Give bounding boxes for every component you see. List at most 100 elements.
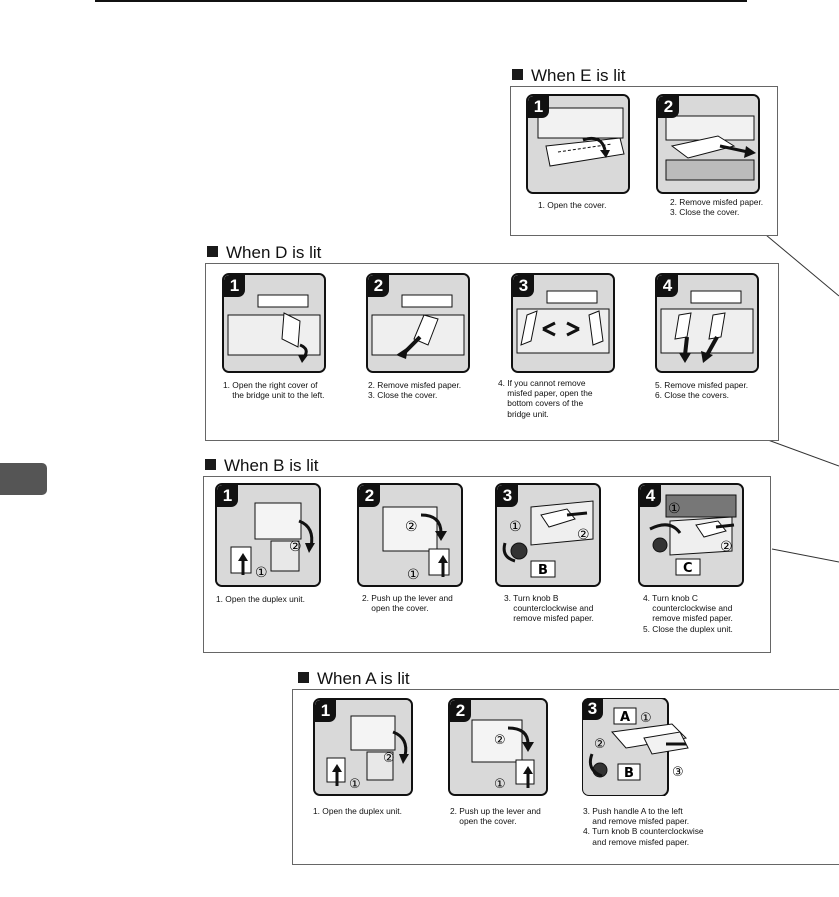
step-illustration: 2 [656, 94, 760, 194]
marker-2: ② [577, 527, 590, 543]
step-illustration: 1 ① ② [313, 698, 413, 796]
marker-2: ② [405, 519, 418, 535]
step-illustration: 2 ① ② [357, 483, 463, 587]
step-number-badge: 2 [450, 700, 471, 722]
bridge-bottom-paper-illustration [657, 275, 757, 371]
knob-b-label: B [624, 766, 634, 781]
step-number-badge: 3 [582, 698, 603, 720]
step-caption: 2. Push up the lever and open the cover. [450, 806, 541, 826]
marker-1: ① [349, 777, 361, 792]
caption-line: and remove misfed paper. [583, 816, 690, 827]
step-illustration: 1 ① ② [215, 483, 321, 587]
step-caption: 2. Remove misfed paper. 3. Close the cov… [670, 197, 763, 217]
step-caption: 4. Turn knob C counterclockwise and remo… [643, 593, 733, 634]
step-number-badge: 1 [217, 485, 238, 507]
caption-line: 3. Turn knob B [504, 593, 559, 603]
knob-c-illustration: C ① ② [640, 485, 742, 585]
section-b-heading-text: When B is lit [224, 456, 319, 475]
step-number-badge: 4 [640, 485, 661, 507]
caption-line: 3. Push handle A to the left [583, 806, 683, 816]
section-d-heading-text: When D is lit [226, 243, 322, 262]
marker-2: ② [494, 733, 506, 748]
marker-1: ① [255, 565, 268, 581]
marker-1: ① [407, 567, 420, 583]
step-caption: 1. Open the duplex unit. [216, 594, 305, 604]
marker-1: ① [640, 711, 652, 726]
step-illustration: 3 B ① ② [495, 483, 601, 587]
section-e-heading-text: When E is lit [531, 66, 626, 85]
lever-cover-illustration: ① ② [450, 700, 546, 794]
marker-2: ② [383, 751, 395, 766]
caption-line: 1. Open the cover. [538, 200, 607, 210]
handle-a-label: A [620, 710, 630, 725]
step-illustration: 2 [366, 273, 470, 373]
caption-line: 2. Remove misfed paper. [368, 380, 462, 390]
open-cover-illustration [528, 96, 628, 192]
step-caption: 2. Push up the lever and open the cover. [362, 593, 453, 613]
caption-line: 1. Open the right cover of [223, 380, 318, 390]
bullet-square-icon [512, 69, 523, 80]
section-heading-a: When A is lit [298, 669, 410, 689]
marker-2: ② [289, 539, 302, 555]
step-caption: 1. Open the cover. [538, 200, 606, 210]
step-illustration: 3 [511, 273, 615, 373]
step-illustration: 4 C ① ② [638, 483, 744, 587]
caption-line: the bridge unit to the left. [223, 390, 325, 401]
caption-line: 4. Turn knob C [643, 593, 698, 603]
caption-line: 4. If you cannot remove [498, 378, 586, 388]
caption-line: 5. Remove misfed paper. [655, 380, 749, 390]
step-illustration: 3 A ① ② B ③ [582, 698, 692, 796]
step-number-badge: 2 [368, 275, 389, 297]
step-caption: 5. Remove misfed paper. 6. Close the cov… [655, 380, 748, 400]
step-caption: 3. Push handle A to the left and remove … [583, 806, 704, 847]
caption-line: misfed paper, open the [498, 388, 593, 399]
caption-line: bridge unit. [498, 408, 549, 419]
caption-line: remove misfed paper. [643, 613, 733, 624]
bullet-square-icon [298, 672, 309, 683]
caption-line: and remove misfed paper. [583, 836, 690, 847]
section-panel-a: 1 ① ② 2 [292, 689, 839, 865]
section-heading-b: When B is lit [205, 456, 318, 476]
section-panel-d: 1 2 3 [205, 263, 779, 441]
step-number-badge: 1 [528, 96, 549, 118]
caption-line: 2. Remove misfed paper. [670, 197, 764, 207]
marker-1: ① [494, 777, 506, 792]
step-illustration: 2 ① ② [448, 698, 548, 796]
bullet-square-icon [205, 459, 216, 470]
step-caption: 1. Open the right cover of the bridge un… [223, 380, 325, 400]
open-duplex-illustration: ① ② [217, 485, 319, 585]
marker-3: ③ [672, 765, 684, 780]
caption-line: 2. Push up the lever and [362, 593, 453, 603]
step-caption: 4. If you cannot remove misfed paper, op… [498, 378, 593, 419]
step-illustration: 4 [655, 273, 759, 373]
caption-line: 1. Open the duplex unit. [313, 806, 402, 816]
top-rule [95, 0, 747, 2]
marker-1: ① [668, 501, 681, 517]
bottom-covers-illustration [513, 275, 613, 371]
marker-2: ② [594, 737, 606, 752]
caption-line: 2. Push up the lever and [450, 806, 541, 816]
caption-line: 5. Close the duplex unit. [643, 623, 733, 634]
handle-a-illustration: A ① ② B ③ [582, 698, 689, 796]
step-caption: 2. Remove misfed paper. 3. Close the cov… [368, 380, 461, 400]
step-caption: 1. Open the duplex unit. [313, 806, 402, 816]
caption-line: 6. Close the covers. [655, 390, 730, 401]
caption-line: counterclockwise and [643, 603, 733, 614]
marker-2: ② [720, 539, 733, 555]
step-caption: 3. Turn knob B counterclockwise and remo… [504, 593, 594, 624]
caption-line: 4. Turn knob B counterclockwise [583, 826, 704, 837]
caption-line: open the cover. [362, 603, 429, 614]
caption-line: 3. Close the cover. [670, 207, 740, 218]
step-number-badge: 1 [224, 275, 245, 297]
remove-paper-illustration [658, 96, 758, 192]
caption-line: remove misfed paper. [504, 613, 594, 624]
step-number-badge: 2 [359, 485, 380, 507]
marker-1: ① [509, 519, 522, 535]
section-panel-b: 1 ① ② 2 [203, 476, 771, 653]
knob-b-label: B [538, 563, 548, 578]
bullet-square-icon [207, 246, 218, 257]
step-number-badge: 1 [315, 700, 336, 722]
caption-line: bottom covers of the [498, 398, 584, 409]
caption-line: 1. Open the duplex unit. [216, 594, 305, 604]
caption-line: open the cover. [450, 816, 517, 827]
